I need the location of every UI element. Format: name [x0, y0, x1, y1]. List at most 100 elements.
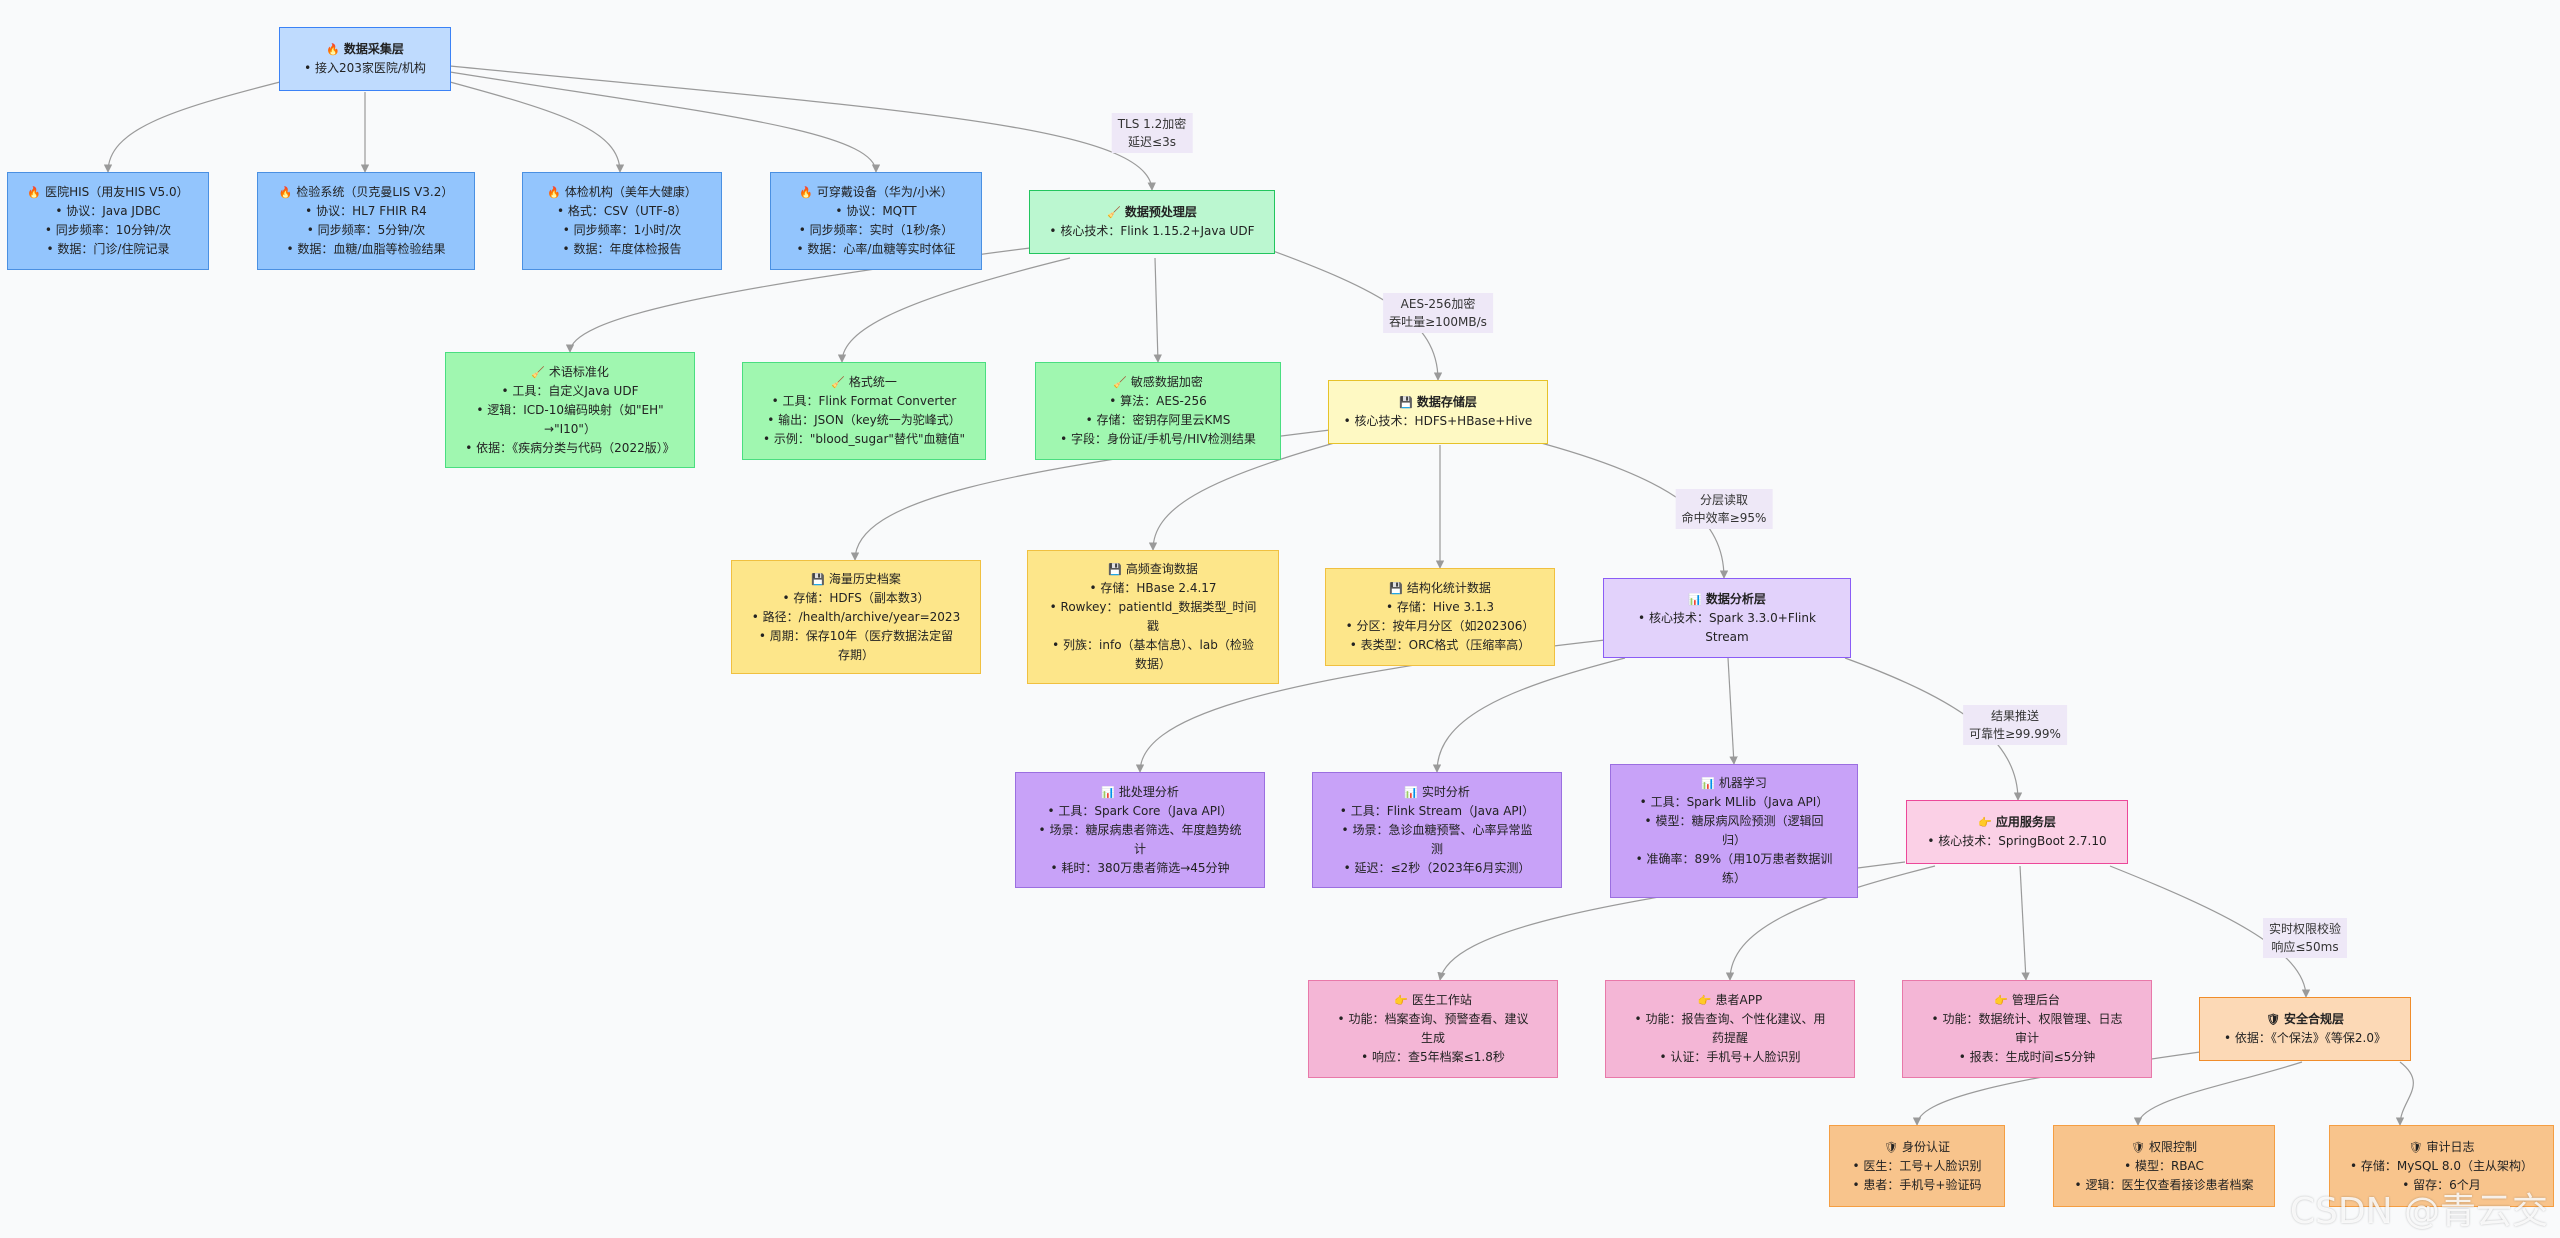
node-line: • 格式：CSV（UTF-8） — [556, 204, 688, 218]
node-title-text: 体检机构（美年大健康） — [564, 185, 697, 199]
node-line: 计 — [1133, 841, 1146, 856]
node-admin-console: 👉管理后台• 功能：数据统计、权限管理、日志审计• 报表：生成时间≤5分钟 — [1902, 980, 2152, 1078]
node-line: 药提醒 — [1711, 1031, 1748, 1045]
node-line: • 周期：保存10年（医疗数据法定留 — [758, 628, 954, 643]
node-line: →"I10"） — [544, 421, 596, 436]
node-title: 📊机器学习 — [1701, 774, 1767, 793]
node-line: • 准确率：89%（用10万患者数据训 — [1635, 852, 1833, 866]
node-application-layer: 👉应用服务层 • 核心技术：SpringBoot 2.7.10 — [1906, 800, 2128, 864]
node-line: • 场景：糖尿病患者筛选、年度趋势统 — [1038, 822, 1242, 837]
node-title-text: 医院HIS（用友HIS V5.0） — [45, 185, 189, 199]
edge-pre-enc — [1153, 257, 1162, 363]
chart-icon: 📊 — [1101, 785, 1115, 799]
node-permission-control: 🛡权限控制• 模型：RBAC• 逻辑：医生仅查看接诊患者档案 — [2053, 1125, 2275, 1207]
node-title-text: 格式统一 — [848, 375, 897, 389]
node-line: • Rowkey：patientId_数据类型_时间 — [1049, 600, 1257, 614]
edge-app-pat — [1725, 865, 1936, 981]
node-line: • 功能：档案查询、预警查看、建议 — [1337, 1012, 1529, 1026]
node-line: • 表类型：ORC格式（压缩率高） — [1349, 638, 1531, 652]
edge-ana-rt — [1432, 657, 1626, 773]
broom-icon: 🧹 — [831, 376, 845, 389]
node-title: 🔥医院HIS（用友HIS V5.0） — [27, 183, 188, 202]
node-line: • 数据：年度体检报告 — [562, 242, 682, 256]
edge-collect-exam — [449, 81, 625, 173]
node-title-text: 敏感数据加密 — [1130, 375, 1203, 389]
node-line: 生成 — [1420, 1031, 1445, 1045]
node-line: • 核心技术：SpringBoot 2.7.10 — [1927, 834, 2107, 848]
node-line: • 逻辑：ICD-10编码映射（如"EH" — [476, 402, 664, 417]
node-line: • 算法：AES-256 — [1109, 394, 1207, 408]
shield-icon: 🛡 — [2131, 1140, 2145, 1154]
node-line: • 医生：工号+人脸识别 — [1852, 1158, 1982, 1173]
node-title-text: 管理后台 — [2011, 993, 2060, 1007]
node-line: • 分区：按年月分区（如202306） — [1345, 619, 1535, 633]
node-line: • 工具：Flink Stream（Java API） — [1339, 803, 1535, 818]
node-line: • 存储：MySQL 8.0（主从架构） — [2350, 1158, 2533, 1173]
edge-collect-pre — [449, 65, 1156, 191]
node-line: • 数据：门诊/住院记录 — [46, 242, 170, 256]
node-exam-center: 🔥体检机构（美年大健康）• 格式：CSV（UTF-8）• 同步频率：1小时/次•… — [522, 172, 722, 270]
fire-icon: 🔥 — [278, 186, 293, 199]
node-title: 📊批处理分析 — [1101, 783, 1179, 802]
node-line: • 输出：JSON（key统一为驼峰式） — [767, 413, 961, 427]
node-title-text: 实时分析 — [1421, 784, 1470, 799]
node-title-text: 术语标准化 — [548, 364, 609, 379]
edge-label-layered-read: 分层读取命中效率≥95% — [1675, 489, 1773, 529]
node-line: • 模型：糖尿病风险预测（逻辑回 — [1644, 814, 1824, 828]
node-line: • 列族：info（基本信息）、lab（检验 — [1052, 638, 1254, 652]
node-batch-analysis: 📊批处理分析• 工具：Spark Core（Java API）• 场景：糖尿病患… — [1015, 772, 1265, 888]
shield-icon: 🛡 — [1884, 1140, 1898, 1154]
edge-label-aes: AES-256加密吞吐量≥100MB/s — [1383, 293, 1493, 333]
node-hbase-hot: 💾高频查询数据• 存储：HBase 2.4.17• Rowkey：patient… — [1027, 550, 1279, 684]
node-preprocess-layer: 🧹数据预处理层• 核心技术：Flink 1.15.2+Java UDF — [1029, 190, 1275, 254]
node-line: 数据） — [1134, 657, 1171, 671]
node-line: 审计 — [2014, 1031, 2039, 1045]
edge-pre-fmt — [837, 257, 1071, 363]
node-title: 🛡审计日志 — [2409, 1138, 2475, 1157]
node-title: 🧹格式统一 — [831, 373, 897, 392]
node-patient-app: 👉患者APP• 功能：报告查询、个性化建议、用药提醒• 认证：手机号+人脸识别 — [1605, 980, 1855, 1078]
node-line: • 路径：/health/archive/year=2023 — [751, 609, 961, 624]
edge-label-tls: TLS 1.2加密延迟≤3s — [1111, 113, 1193, 153]
node-line: • 功能：报告查询、个性化建议、用 — [1634, 1012, 1826, 1026]
node-title: 💾海量历史档案 — [811, 570, 901, 589]
node-title: 👉应用服务层 — [1978, 813, 2056, 832]
node-title: 🛡权限控制 — [2131, 1138, 2197, 1157]
node-line: • 协议：HL7 FHIR R4 — [305, 204, 427, 218]
node-line: • 工具：Flink Format Converter — [771, 394, 957, 408]
shield-icon: 🛡 — [2408, 1140, 2423, 1154]
pointer-icon: 👉 — [1978, 816, 1992, 829]
node-line: Stream — [1705, 629, 1749, 644]
node-title-text: 检验系统（贝克曼LIS V3.2） — [296, 185, 454, 199]
node-title: 📊数据分析层 — [1688, 590, 1766, 609]
node-history-archive: 💾海量历史档案• 存储：HDFS（副本数3）• 路径：/health/archi… — [731, 560, 981, 674]
node-doctor-workstation: 👉医生工作站• 功能：档案查询、预警查看、建议生成• 响应：查5年档案≤1.8秒 — [1308, 980, 1558, 1078]
node-line: • 协议：MQTT — [835, 204, 917, 218]
node-line: • 模型：RBAC — [2124, 1158, 2204, 1173]
node-collect-layer: 🔥数据采集层• 接入203家医院/机构 — [279, 27, 451, 91]
node-wearable: 🔥可穿戴设备（华为/小米）• 协议：MQTT• 同步频率：实时（1秒/条）• 数… — [770, 172, 982, 270]
node-title-text: 批处理分析 — [1118, 784, 1179, 799]
broom-icon: 🧹 — [1107, 206, 1121, 219]
node-title-text: 结构化统计数据 — [1406, 581, 1491, 595]
node-line: • 示例："blood_sugar"替代"血糖值" — [763, 432, 965, 446]
node-title-text: 安全合规层 — [2283, 1012, 2344, 1026]
node-line: 戳 — [1146, 619, 1159, 633]
node-title-text: 数据采集层 — [343, 42, 404, 56]
node-line: 存期） — [837, 647, 874, 662]
node-line: • 耗时：380万患者筛选→45分钟 — [1050, 860, 1230, 875]
node-line: • 字段：身份证/手机号/HIV检测结果 — [1060, 432, 1256, 446]
node-format-unify: 🧹格式统一 • 工具：Flink Format Converter • 输出：JSO… — [742, 362, 986, 460]
node-line: • 工具：Spark MLlib（Java API） — [1639, 795, 1829, 809]
edge-sec-perm — [2133, 1061, 2303, 1126]
edge-app-sec — [2109, 865, 2311, 998]
disk-icon: 💾 — [1399, 396, 1413, 409]
node-line: • 响应：查5年档案≤1.8秒 — [1361, 1050, 1505, 1064]
edge-sec-audit — [2395, 1061, 2414, 1126]
node-hospital-his: 🔥医院HIS（用友HIS V5.0）• 协议：Java JDBC• 同步频率：1… — [7, 172, 209, 270]
watermark: CSDN @青云交 — [2289, 1191, 2548, 1232]
edge-collect-his — [103, 81, 281, 173]
node-title: 🔥体检机构（美年大健康） — [547, 183, 697, 202]
node-line: • 依据：《疾病分类与代码（2022版）》 — [465, 440, 675, 455]
pointer-icon: 👉 — [1394, 994, 1408, 1007]
